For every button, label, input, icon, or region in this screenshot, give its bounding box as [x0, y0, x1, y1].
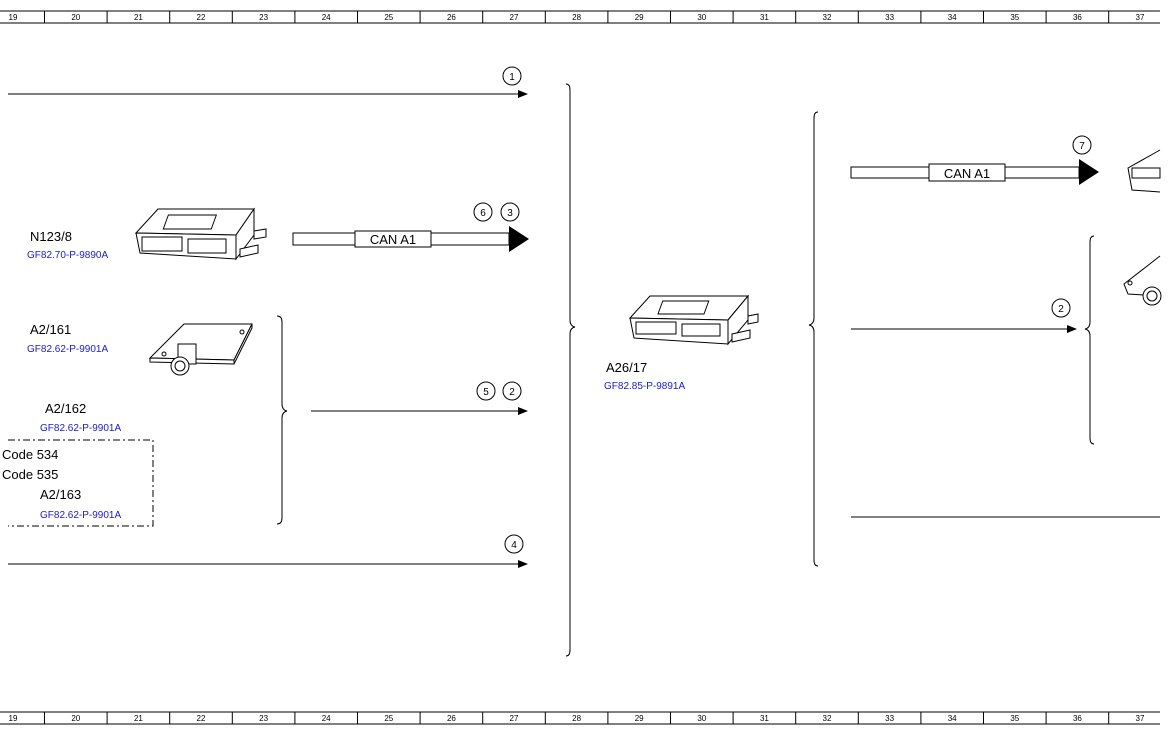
bottom-ruler-number: 19	[9, 714, 18, 723]
antenna-module-icon	[148, 323, 253, 376]
bottom-ruler-number: 32	[823, 714, 832, 723]
bottom-ruler-number: 20	[71, 714, 80, 723]
top-ruler-number: 19	[9, 13, 18, 22]
bottom-ruler-number: 27	[510, 714, 519, 723]
bottom-ruler-number: 31	[760, 714, 769, 723]
signal-line-1: 1	[8, 66, 528, 98]
can-bus-left: CAN A1 6 3	[292, 202, 529, 252]
bottom-ruler-number: 22	[197, 714, 206, 723]
control-unit-icon	[628, 294, 759, 346]
marker-1: 1	[509, 72, 515, 83]
top-ruler-number: 33	[885, 13, 894, 22]
marker-7: 7	[1079, 141, 1085, 152]
top-ruler-number: 30	[697, 13, 706, 22]
n123-8-label: N123/8	[30, 229, 72, 244]
n123-8-ref-link[interactable]: GF82.70-P-9890A	[27, 250, 108, 261]
group-brace-right	[808, 111, 819, 567]
marker-5: 5	[483, 387, 489, 398]
group-brace-right-inner	[1084, 235, 1095, 445]
signal-line-2-right: 2	[851, 298, 1077, 333]
bottom-ruler-number: 25	[384, 714, 393, 723]
top-ruler-number: 21	[134, 13, 143, 22]
bottom-ruler-number: 28	[572, 714, 581, 723]
bottom-ruler-number: 30	[697, 714, 706, 723]
a26-17-label: A26/17	[606, 360, 647, 375]
code-534-label: Code 534	[2, 447, 58, 462]
a26-17-ref-link[interactable]: GF82.85-P-9891A	[604, 381, 685, 392]
marker-2-right: 2	[1058, 304, 1064, 315]
group-brace-main	[565, 83, 576, 657]
bottom-ruler-number: 29	[635, 714, 644, 723]
top-ruler-number: 26	[447, 13, 456, 22]
antenna-module-partial	[1123, 255, 1162, 306]
top-ruler-number: 28	[572, 13, 581, 22]
component-a2-161: A2/161 GF82.62-P-9901A	[27, 322, 253, 376]
group-brace-a2	[276, 315, 288, 525]
a2-161-ref-link[interactable]: GF82.62-P-9901A	[27, 344, 108, 355]
code-535-label: Code 535	[2, 467, 58, 482]
code-option-box: Code 534 Code 535 A2/163 GF82.62-P-9901A	[2, 439, 154, 527]
control-unit-icon	[134, 207, 267, 261]
top-ruler-number: 22	[197, 13, 206, 22]
can-bus-right: CAN A1 7	[850, 135, 1099, 185]
bottom-ruler-number: 21	[134, 714, 143, 723]
top-ruler-number: 25	[384, 13, 393, 22]
a2-162-ref-link[interactable]: GF82.62-P-9901A	[40, 423, 121, 434]
top-ruler-number: 20	[71, 13, 80, 22]
bottom-ruler-number: 24	[322, 714, 331, 723]
bottom-ruler-number: 33	[885, 714, 894, 723]
control-unit-partial	[1127, 149, 1161, 193]
bottom-ruler-number: 35	[1010, 714, 1019, 723]
marker-2-left: 2	[509, 387, 515, 398]
top-ruler-number: 34	[948, 13, 957, 22]
signal-line-5-2: 5 2	[311, 381, 528, 415]
signal-line-4: 4	[8, 534, 528, 568]
bottom-ruler-number: 23	[259, 714, 268, 723]
a2-163-label: A2/163	[40, 487, 81, 502]
top-ruler-number: 37	[1136, 13, 1145, 22]
top-ruler-number: 32	[823, 13, 832, 22]
top-ruler-number: 23	[259, 13, 268, 22]
bottom-ruler: 19 20 21 22 23 24 25 26 27 28 29 30 31 32 33 34 35 36 37	[0, 711, 1160, 725]
control-unit-n123-8: N123/8 GF82.70-P-9890A	[27, 207, 267, 261]
bottom-ruler-number: 34	[948, 714, 957, 723]
a2-163-ref-link[interactable]: GF82.62-P-9901A	[40, 510, 121, 521]
control-unit-a26-17: A26/17 GF82.85-P-9891A	[604, 294, 759, 392]
top-ruler-number: 35	[1010, 13, 1019, 22]
bottom-ruler-number: 37	[1136, 714, 1145, 723]
top-ruler-number: 31	[760, 13, 769, 22]
marker-4: 4	[511, 540, 517, 551]
top-ruler-number: 36	[1073, 13, 1082, 22]
top-ruler-number: 24	[322, 13, 331, 22]
top-ruler: 19 20 21 22 23 24 25 26 27 28 29 30 31 32 33 34 35 36 37	[0, 10, 1160, 24]
top-ruler-number: 29	[635, 13, 644, 22]
top-ruler-number: 27	[510, 13, 519, 22]
a2-162-label: A2/162	[45, 401, 86, 416]
marker-3: 3	[507, 208, 513, 219]
can-bus-left-label: CAN A1	[370, 232, 416, 247]
can-bus-right-label: CAN A1	[944, 166, 990, 181]
component-a2-162: A2/162 GF82.62-P-9901A	[40, 401, 121, 434]
bottom-ruler-number: 36	[1073, 714, 1082, 723]
a2-161-label: A2/161	[30, 322, 71, 337]
marker-6: 6	[480, 208, 486, 219]
bottom-ruler-number: 26	[447, 714, 456, 723]
